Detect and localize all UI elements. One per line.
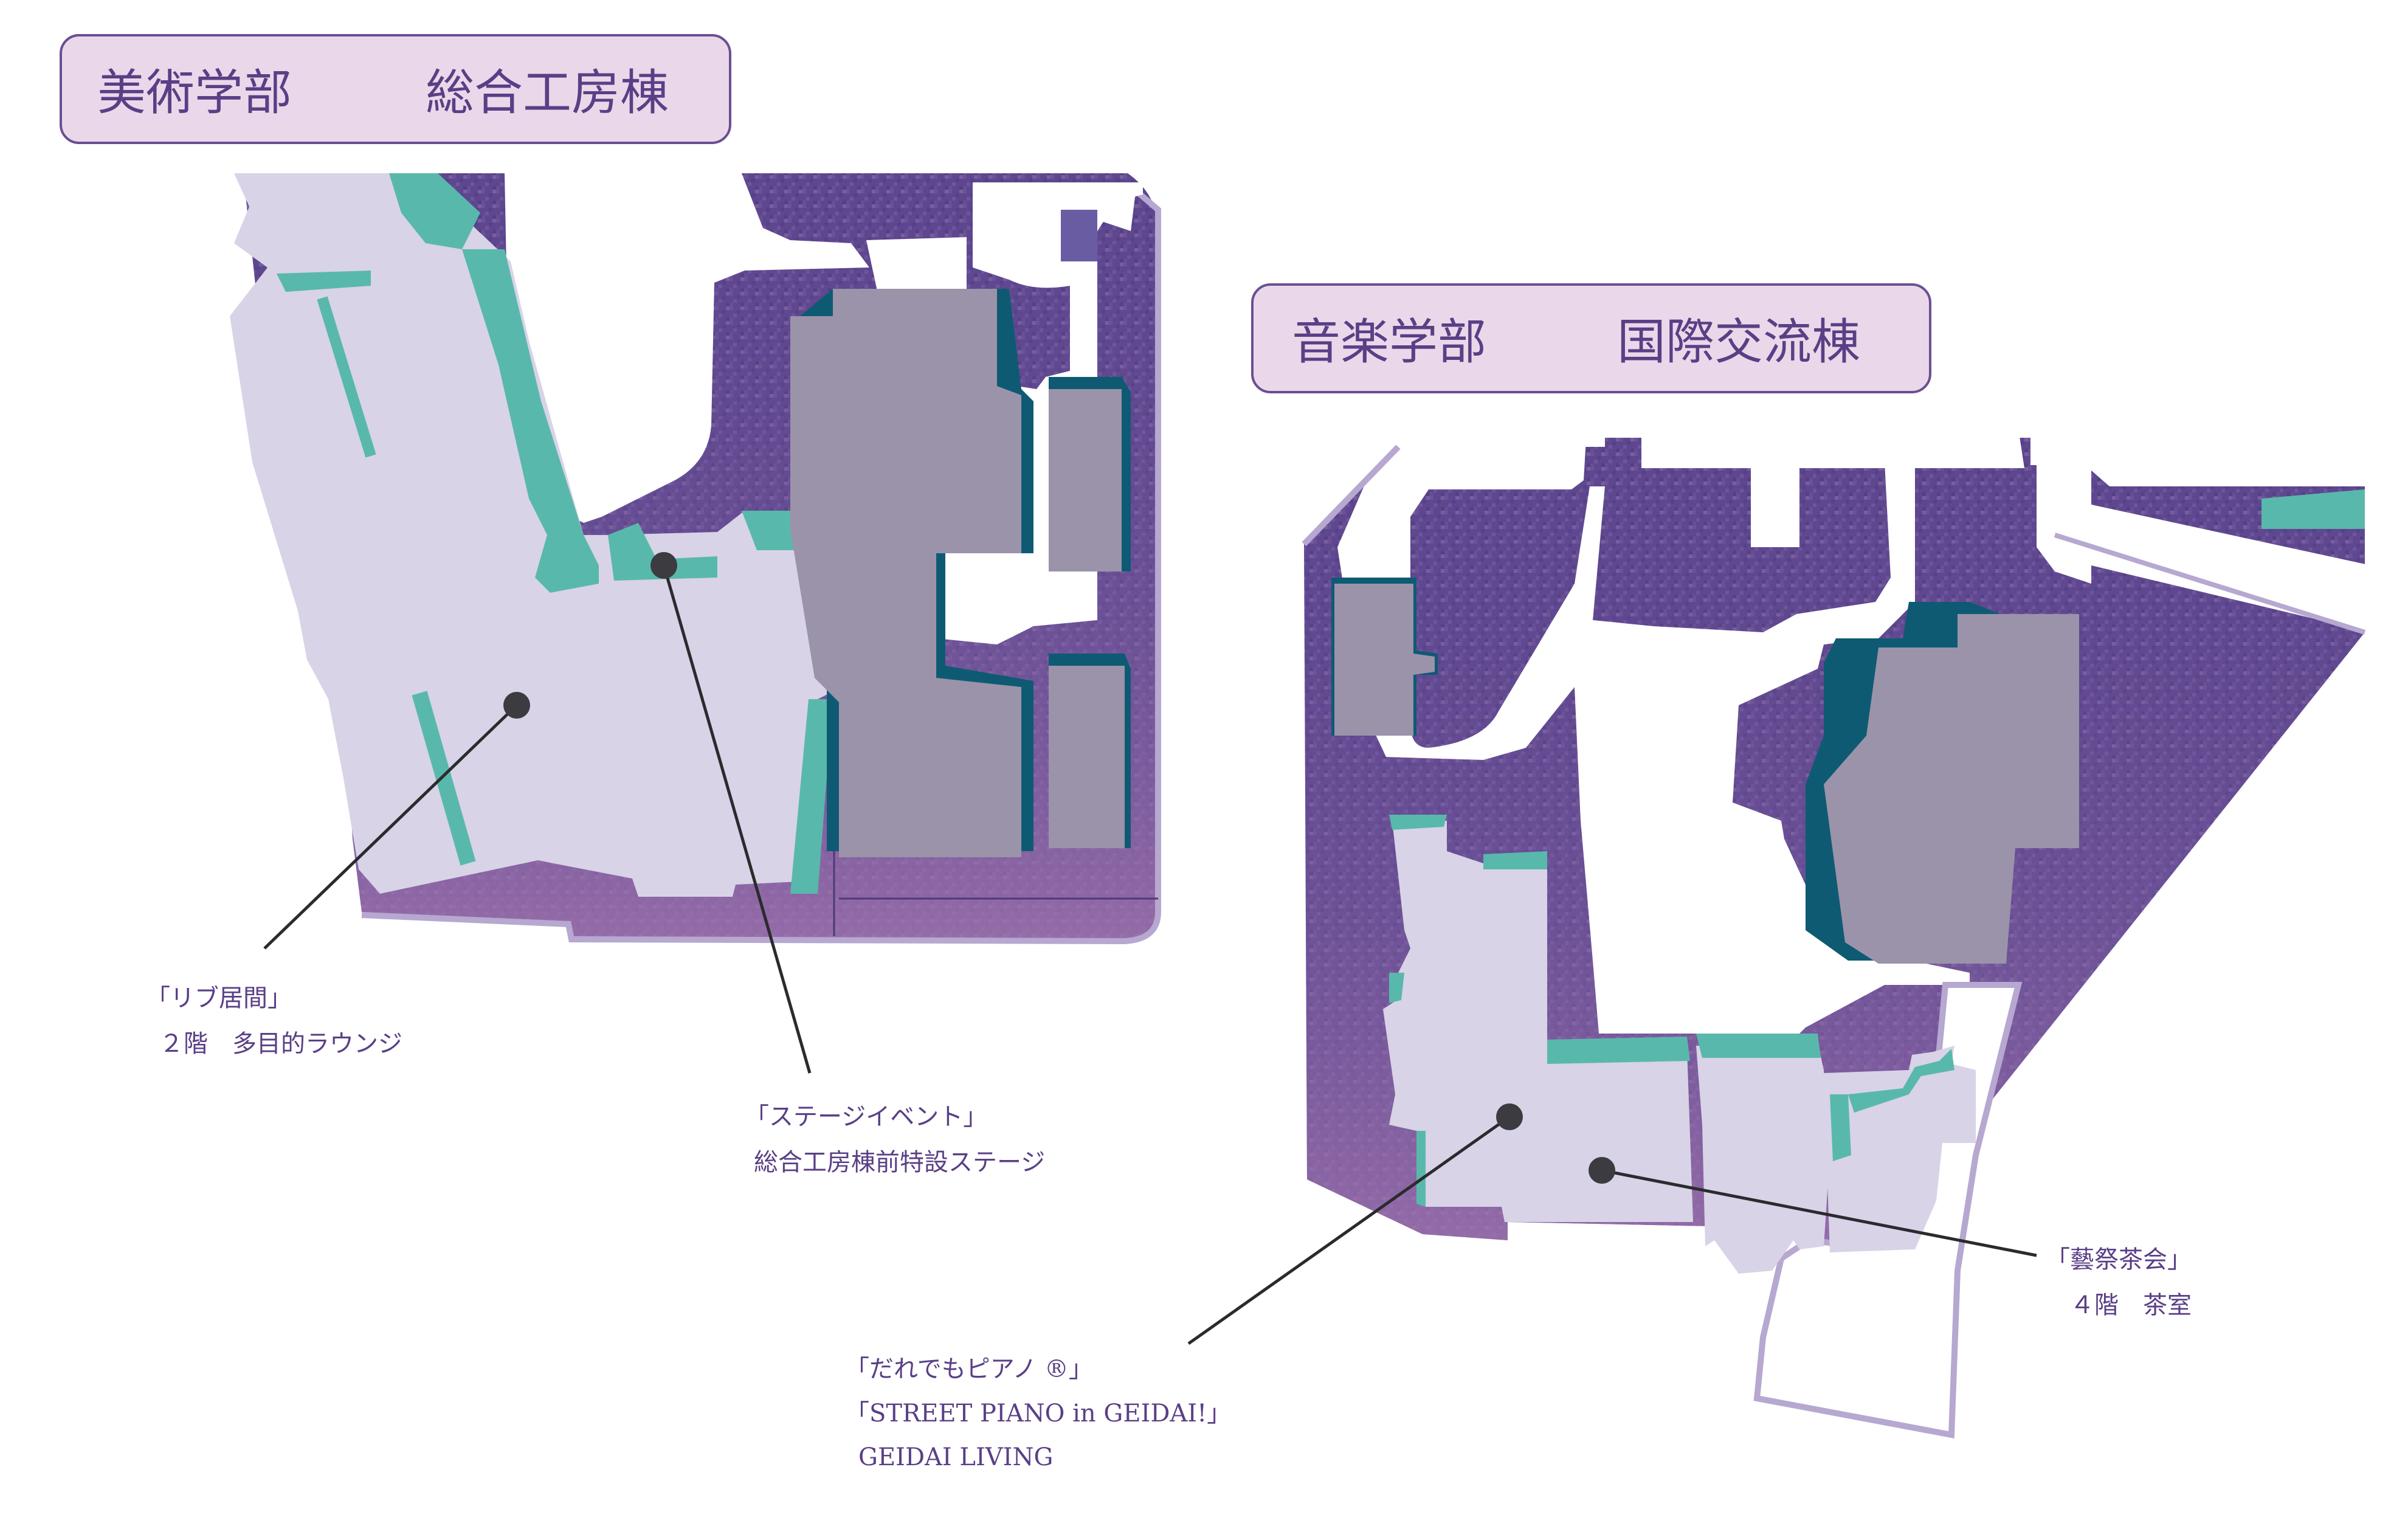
music-gray-left <box>1334 584 1435 736</box>
music-teal-6 <box>1696 1034 1821 1058</box>
music-faculty-map <box>1302 426 2371 1438</box>
art-teal-step <box>535 535 599 593</box>
art-teal-strip-top <box>389 173 480 249</box>
art-small-square <box>1061 210 1097 261</box>
stage-event-subtitle: 総合工房棟前特設ステージ <box>754 1148 1045 1176</box>
art-title-right: 総合工房棟 <box>426 64 669 121</box>
art-main-building <box>230 173 857 897</box>
art-gray-tower-1 <box>1049 389 1122 571</box>
music-edge-left <box>1302 444 1401 547</box>
music-teal-3 <box>1389 973 1404 1003</box>
rib-living-label: 「リブ居間」 ２階 多目的ラウンジ <box>146 984 402 1058</box>
music-road-top-cross <box>1641 429 2024 468</box>
art-edge-line <box>361 189 1161 945</box>
art-gray-building <box>790 289 1021 857</box>
music-edge-right <box>2054 533 2366 635</box>
music-teal-5 <box>1547 1037 1690 1064</box>
art-road-main <box>505 173 869 523</box>
street-piano-english: 「STREET PIANO in GEIDAI!」 <box>845 1400 1231 1428</box>
music-road-network <box>1337 429 1970 1034</box>
street-piano-leader <box>1187 1115 1511 1345</box>
music-lavender-building-b <box>1696 1043 1830 1274</box>
music-teal-9 <box>2261 489 2365 529</box>
rib-living-title: 「リブ居間」 <box>146 984 292 1012</box>
music-teal-8 <box>1848 1049 1954 1113</box>
street-piano-marker <box>1496 1103 1523 1130</box>
tea-ceremony-title: 「藝祭茶会」 <box>2046 1246 2192 1274</box>
art-title-box: 美術学部 総合工房棟 <box>60 34 731 144</box>
music-road-east <box>2067 505 2371 632</box>
music-teal-7 <box>1830 1094 1851 1161</box>
music-teal-1 <box>1389 815 1447 830</box>
art-teal-line-2 <box>412 691 476 866</box>
art-teal-strip-right <box>462 249 584 535</box>
art-leaders <box>263 552 812 1074</box>
street-piano-label: 「だれでもピアノ ®」 「STREET PIANO in GEIDAI!」 GE… <box>845 1355 1231 1471</box>
tea-ceremony-label: 「藝祭茶会」 ４階 茶室 <box>2046 1246 2192 1319</box>
art-teal-corner <box>277 271 371 292</box>
art-faculty-map <box>230 173 1161 945</box>
music-leaders <box>1187 1103 2037 1345</box>
music-lavender-building-a <box>1383 821 1693 1222</box>
art-teal-right-lower <box>790 699 833 894</box>
tea-ceremony-marker <box>1589 1157 1615 1184</box>
tea-ceremony-leader <box>1601 1169 2037 1257</box>
music-title-right: 国際交流棟 <box>1617 314 1860 370</box>
music-gray-right <box>1824 614 2079 964</box>
stage-event-title: 「ステージイベント」 <box>745 1103 987 1131</box>
music-teal-2 <box>1483 851 1547 869</box>
rib-living-marker <box>503 692 530 719</box>
stage-event-label: 「ステージイベント」 総合工房棟前特設ステージ <box>745 1103 1045 1176</box>
music-title-box: 音楽学部 国際交流棟 <box>1251 283 1931 393</box>
music-road-ne <box>2085 465 2371 486</box>
art-gray-tower-2 <box>1049 666 1125 848</box>
art-teal-mid <box>608 523 717 581</box>
rib-living-leader <box>263 704 518 950</box>
rib-living-subtitle: ２階 多目的ラウンジ <box>159 1030 402 1058</box>
tea-ceremony-subtitle: ４階 茶室 <box>2070 1291 2192 1319</box>
music-road-top-cross-2 <box>1751 465 1799 547</box>
music-title-left: 音楽学部 <box>1292 314 1486 370</box>
stage-event-marker <box>650 552 677 579</box>
art-title-left: 美術学部 <box>97 64 292 121</box>
street-piano-venue: GEIDAI LIVING <box>858 1443 1053 1471</box>
stage-event-leader <box>662 565 812 1074</box>
art-teal-line-1 <box>317 296 376 458</box>
street-piano-title: 「だれでもピアノ ®」 <box>845 1355 1093 1383</box>
music-teal-4 <box>1416 1131 1426 1207</box>
